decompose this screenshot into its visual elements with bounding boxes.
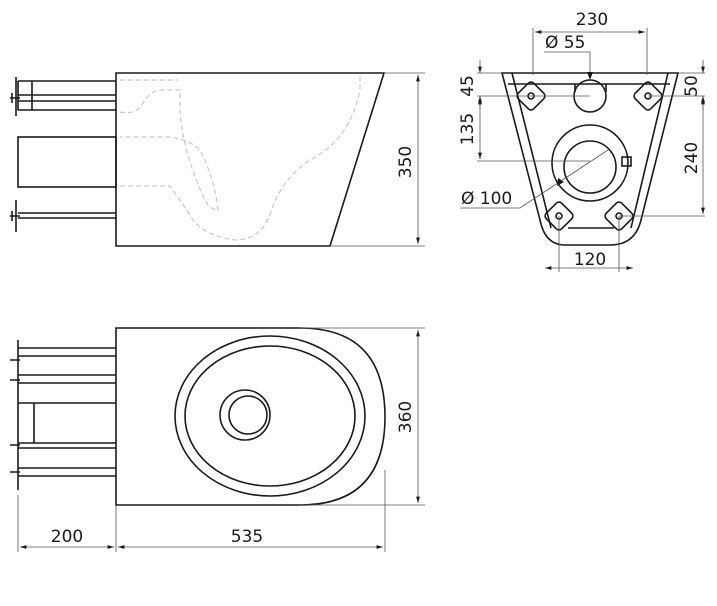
- offset-dimension-50: 50: [682, 75, 702, 97]
- bowl-rim-outer: [174, 335, 366, 497]
- front-view: 230 Ø 55 45 135 50 240 Ø 100 120: [458, 10, 705, 272]
- rear-outline: [500, 72, 680, 246]
- bowl-side-outline: [115, 72, 386, 247]
- width-dimension-230: 230: [576, 10, 608, 30]
- side-view: 350: [10, 72, 425, 247]
- outlet-circle: [563, 140, 617, 194]
- inlet-diameter-55: Ø 55: [545, 33, 585, 53]
- bowl-hidden-lines: [119, 75, 361, 241]
- outlet-ring: [551, 124, 629, 202]
- height-dimension-135: 135: [458, 113, 478, 145]
- length-dimension-200: 200: [51, 527, 83, 547]
- top-mounting-brackets: [10, 340, 116, 490]
- mounting-brackets: [10, 77, 117, 232]
- offset-dimension-45: 45: [458, 75, 478, 97]
- bowl-rim-inner: [184, 345, 356, 487]
- outlet-diameter-100: Ø 100: [461, 189, 512, 209]
- height-dimension-350: 350: [396, 146, 416, 178]
- length-dimension-535: 535: [231, 527, 263, 547]
- width-dimension-120: 120: [574, 250, 606, 270]
- height-dimension-240: 240: [682, 142, 702, 174]
- bowl-top-outline: [115, 327, 386, 506]
- outlet-hole: [219, 389, 271, 441]
- top-view: 360 200 535: [10, 327, 425, 552]
- width-dimension-360: 360: [396, 401, 416, 433]
